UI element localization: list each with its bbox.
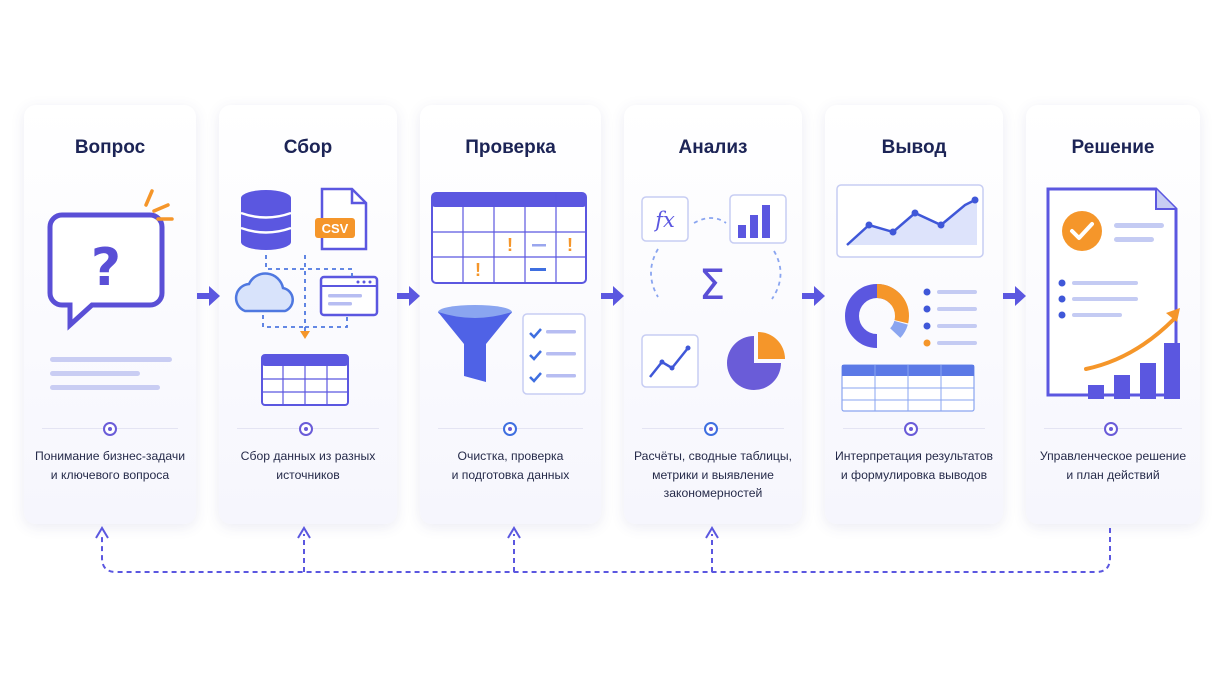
step-card-collect: Сбор Сбор данных из разных источников CS… (219, 105, 397, 524)
step-card-decision: Решение Управленческое решение и план де… (1026, 105, 1200, 524)
donut-chart-icon (845, 284, 909, 348)
step-description: Понимание бизнес-задачи и ключевого вопр… (32, 447, 188, 484)
growth-arrow-icon (1084, 308, 1180, 371)
step-description: Управленческое решение и план действий (1034, 447, 1192, 484)
step-description: Очистка, проверка и подготовка данных (428, 447, 593, 484)
step-title: Проверка (465, 137, 556, 158)
step-dot (904, 422, 918, 436)
step-description: Сбор данных из разных источников (227, 447, 389, 484)
table-icon (841, 364, 975, 412)
pie-chart-icon (727, 332, 785, 390)
step-title: Вопрос (74, 137, 146, 158)
step-dot (704, 422, 718, 436)
bar-chart-icon (729, 194, 787, 244)
question-mark: ? (91, 238, 121, 298)
svg-text:!: ! (507, 235, 513, 255)
step-card-question: Вопрос Понимание бизнес-задачи и ключево… (24, 105, 196, 524)
step-title: Сбор (283, 137, 333, 158)
step-description: Расчёты, сводные таблицы, метрики и выяв… (632, 447, 794, 503)
cloud-icon (234, 272, 294, 313)
step-dot (503, 422, 517, 436)
desc-line: закономерностей (663, 486, 763, 500)
arrow-right-icon (397, 286, 420, 306)
flow-lines (650, 217, 782, 300)
line-chart-icon (836, 184, 984, 258)
legend-list (923, 288, 977, 347)
arrow-right-icon (802, 286, 825, 306)
sigma-icon: Σ (699, 260, 726, 309)
checklist-icon (522, 313, 586, 395)
step-title: Вывод (881, 137, 947, 158)
arrow-right-icon (1003, 286, 1026, 306)
flow-lines (262, 255, 353, 331)
step-dot (299, 422, 313, 436)
database-icon (240, 190, 292, 250)
desc-line: Понимание бизнес-задачи (34, 449, 186, 463)
arrow-right-icon (197, 286, 220, 306)
step-title: Решение (1071, 137, 1155, 158)
csv-file-icon: CSV (315, 187, 368, 251)
fx-label: fx (653, 208, 675, 232)
step-description: Интерпретация результатов и формулировка… (833, 447, 995, 484)
desc-line: и формулировка выводов (840, 467, 988, 482)
desc-line: и подготовка данных (451, 467, 570, 482)
desc-line: Сбор данных из разных (240, 449, 376, 463)
step-title: Анализ (678, 137, 748, 158)
desc-line: Интерпретация результатов (835, 449, 993, 463)
step-card-analysis: Анализ Расчёты, сводные таблицы, метрики… (624, 105, 802, 524)
step-dot (1104, 422, 1118, 436)
svg-text:!: ! (567, 235, 573, 255)
table-icon (261, 354, 349, 406)
desc-line: Очистка, проверка (457, 449, 564, 463)
browser-window-icon (319, 275, 379, 317)
spreadsheet-warning-icon: ! ! ! (431, 192, 587, 284)
checkmark-icon (1062, 211, 1102, 251)
step-card-conclusion: Вывод Интерпретация результатов и формул… (825, 105, 1003, 524)
desc-line: метрики и выявление (652, 467, 774, 482)
step-card-verify: Проверка Очистка, проверка и подготовка … (420, 105, 601, 524)
desc-line: Управленческое решение (1039, 449, 1187, 463)
desc-line: и ключевого вопроса (50, 467, 170, 482)
line-chart-icon (641, 334, 699, 388)
csv-label: CSV (322, 221, 349, 236)
funnel-icon (438, 305, 512, 382)
desc-line: источников (276, 467, 340, 482)
arrow-right-icon (601, 286, 624, 306)
question-bubble-icon: ? (47, 189, 174, 390)
desc-line: и план действий (1066, 467, 1160, 482)
function-icon: fx (641, 196, 689, 242)
step-dot (103, 422, 117, 436)
svg-text:!: ! (475, 260, 481, 280)
desc-line: Расчёты, сводные таблицы, (633, 449, 793, 463)
